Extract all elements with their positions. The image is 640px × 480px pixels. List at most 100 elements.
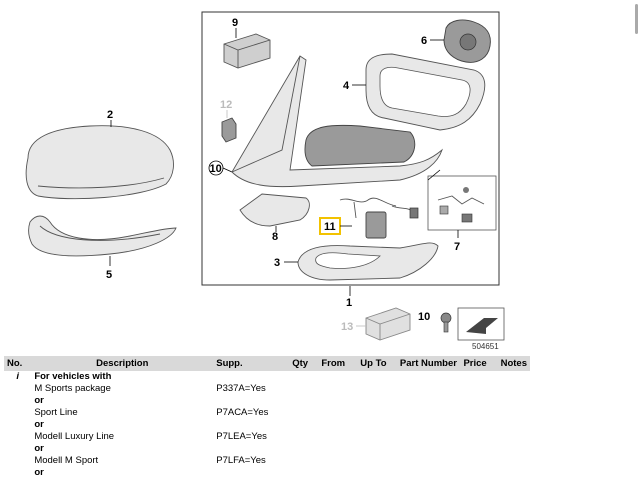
page-scrollbar[interactable] — [635, 4, 638, 34]
reference-box — [457, 307, 505, 341]
row-part-number — [396, 443, 461, 455]
row-description: For vehicles with — [31, 371, 214, 383]
row-info-icon — [4, 395, 32, 407]
row-notes — [497, 419, 530, 431]
part-12-clip[interactable] — [221, 117, 237, 143]
callout-11[interactable]: 11 — [324, 221, 336, 233]
row-notes — [498, 407, 530, 419]
row-notes — [498, 455, 530, 467]
row-part-number — [396, 371, 461, 383]
diagram-ref-number: 504651 — [472, 342, 499, 350]
row-up-to — [357, 455, 397, 467]
header-up-to: Up To — [357, 356, 397, 371]
row-qty — [289, 467, 319, 479]
callout-13[interactable]: 13 — [341, 321, 353, 333]
row-up-to — [357, 419, 397, 431]
row-qty — [289, 419, 319, 431]
part-8-lower-cover[interactable] — [239, 193, 310, 227]
row-supp — [213, 395, 290, 407]
row-info-icon — [4, 419, 32, 431]
header-qty: Qty — [289, 356, 319, 371]
row-from — [318, 455, 357, 467]
row-supp: P7ACA=Yes — [216, 407, 269, 418]
parts-diagram: 2 5 9 12 10 4 6 8 — [25, 11, 505, 350]
row-part-number — [397, 431, 461, 443]
row-description: or — [31, 419, 214, 431]
row-up-to — [357, 371, 397, 383]
row-from — [318, 443, 358, 455]
row-from — [318, 431, 357, 443]
part-6-adjust-motor[interactable] — [443, 19, 491, 63]
header-no: No. — [4, 356, 32, 371]
header-supp: Supp. — [213, 356, 290, 371]
row-up-to — [357, 443, 397, 455]
row-part-number — [396, 395, 461, 407]
table-row: or — [4, 419, 530, 431]
row-price — [460, 383, 497, 395]
row-qty — [289, 443, 319, 455]
row-description: or — [31, 395, 214, 407]
row-from — [318, 467, 358, 479]
row-up-to — [357, 431, 397, 443]
row-qty — [289, 371, 319, 383]
part-5-turn-signal[interactable] — [28, 215, 177, 257]
part-1-mirror-base[interactable] — [231, 55, 443, 188]
row-from — [318, 371, 358, 383]
callout-1[interactable]: 1 — [346, 297, 352, 309]
callout-6[interactable]: 6 — [421, 35, 427, 47]
header-notes: Notes — [497, 356, 530, 371]
row-price — [460, 443, 498, 455]
part-10-screw[interactable] — [440, 312, 452, 333]
callout-3[interactable]: 3 — [274, 257, 280, 269]
part-7-inset-frame — [427, 175, 497, 231]
part-2-mirror-cap[interactable] — [25, 125, 174, 200]
row-from — [318, 407, 357, 419]
row-up-to — [357, 383, 397, 395]
row-part-number — [397, 383, 461, 395]
callout-10-frame[interactable]: 10 — [210, 163, 222, 175]
callout-7[interactable]: 7 — [454, 241, 460, 253]
row-from — [318, 395, 358, 407]
callout-8[interactable]: 8 — [272, 231, 278, 243]
row-price — [460, 467, 498, 479]
row-description: Modell Luxury Line — [34, 431, 115, 442]
part-4-mirror-frame[interactable] — [365, 53, 486, 131]
part-11-wiring[interactable] — [339, 197, 419, 239]
header-price: Price — [460, 356, 498, 371]
table-row: Sport Line P7ACA=Yes — [4, 407, 530, 419]
row-supp — [213, 419, 290, 431]
callout-5[interactable]: 5 — [106, 269, 112, 281]
callout-10[interactable]: 10 — [418, 311, 430, 323]
row-info-icon — [4, 443, 32, 455]
row-notes — [498, 431, 530, 443]
row-supp — [213, 443, 290, 455]
row-up-to — [357, 395, 397, 407]
part-9-gasket-box[interactable] — [223, 33, 271, 69]
part-3-lower-trim[interactable] — [297, 242, 439, 281]
row-notes — [497, 371, 530, 383]
row-qty — [289, 383, 318, 395]
callout-4[interactable]: 4 — [343, 80, 350, 92]
callout-9[interactable]: 9 — [232, 17, 238, 29]
table-row: or — [4, 443, 530, 455]
row-description: Sport Line — [34, 407, 78, 418]
header-from: From — [318, 356, 358, 371]
part-13-gasket-box[interactable] — [365, 307, 411, 341]
table-row: or — [4, 395, 530, 407]
callout-12[interactable]: 12 — [220, 99, 232, 111]
row-qty — [289, 431, 318, 443]
table-row: or — [4, 467, 530, 479]
row-price — [460, 407, 497, 419]
row-notes — [497, 443, 530, 455]
header-part-number: Part Number — [396, 356, 461, 371]
row-part-number — [397, 407, 461, 419]
part-7-cable-kit[interactable] — [437, 187, 485, 223]
row-notes — [498, 383, 530, 395]
row-price — [460, 395, 498, 407]
row-price — [460, 431, 497, 443]
row-description: M Sports package — [34, 383, 111, 394]
row-price — [460, 371, 498, 383]
callout-2[interactable]: 2 — [107, 109, 113, 121]
